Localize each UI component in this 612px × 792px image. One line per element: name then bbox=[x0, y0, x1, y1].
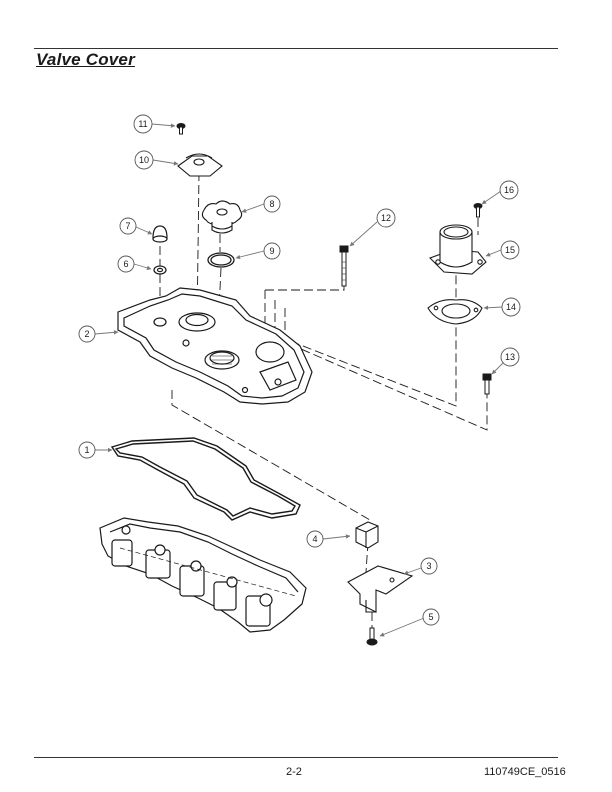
callout-label-11: 11 bbox=[138, 119, 147, 129]
callout-2: 2 bbox=[78, 325, 96, 343]
callouts: 1 2 3 4 5 6 7 8 9 10 11 12 13 14 15 16 bbox=[78, 114, 521, 626]
leader-lines bbox=[94, 123, 506, 637]
callout-4: 4 bbox=[306, 530, 324, 548]
callout-3: 3 bbox=[420, 557, 438, 575]
callout-7: 7 bbox=[119, 217, 137, 235]
callout-16: 16 bbox=[499, 180, 519, 200]
callout-label-7: 7 bbox=[125, 221, 130, 231]
part-screw-16 bbox=[473, 203, 483, 218]
callout-label-5: 5 bbox=[428, 612, 433, 622]
callout-10: 10 bbox=[134, 150, 154, 170]
bottom-rule bbox=[34, 757, 558, 758]
callout-label-10: 10 bbox=[139, 155, 149, 165]
callout-label-3: 3 bbox=[426, 561, 431, 571]
part-o-ring bbox=[207, 252, 235, 268]
part-filler-cap bbox=[201, 200, 243, 234]
part-gasket bbox=[110, 437, 301, 521]
part-breather-cap bbox=[177, 153, 223, 177]
callout-label-2: 2 bbox=[84, 329, 89, 339]
part-bolt-13 bbox=[482, 373, 492, 395]
callout-label-15: 15 bbox=[505, 245, 515, 255]
callout-label-13: 13 bbox=[505, 352, 515, 362]
part-cylinder-head bbox=[99, 517, 307, 633]
callout-label-12: 12 bbox=[381, 213, 391, 223]
callout-label-4: 4 bbox=[312, 534, 317, 544]
page-title: Valve Cover bbox=[36, 50, 135, 69]
callout-label-16: 16 bbox=[504, 185, 514, 195]
callout-label-14: 14 bbox=[506, 302, 516, 312]
part-outlet bbox=[429, 224, 487, 275]
callout-label-9: 9 bbox=[269, 246, 274, 256]
callout-label-8: 8 bbox=[269, 199, 274, 209]
callout-15: 15 bbox=[500, 240, 520, 260]
part-screw-5 bbox=[366, 627, 378, 646]
part-washer bbox=[153, 265, 167, 275]
page-number: 2-2 bbox=[286, 766, 302, 778]
callout-9: 9 bbox=[263, 242, 281, 260]
callout-14: 14 bbox=[501, 297, 521, 317]
part-bolt-12 bbox=[339, 245, 349, 287]
top-rule bbox=[34, 48, 558, 49]
callout-6: 6 bbox=[117, 255, 135, 273]
callout-13: 13 bbox=[500, 347, 520, 367]
part-cap bbox=[152, 225, 168, 243]
callout-1: 1 bbox=[78, 441, 96, 459]
part-screw-11 bbox=[176, 123, 186, 135]
callout-12: 12 bbox=[376, 208, 396, 228]
callout-label-1: 1 bbox=[84, 445, 89, 455]
callout-11: 11 bbox=[133, 114, 153, 134]
callout-label-6: 6 bbox=[123, 259, 128, 269]
part-flange-gasket bbox=[427, 299, 483, 325]
callout-8: 8 bbox=[263, 195, 281, 213]
callout-5: 5 bbox=[422, 608, 440, 626]
document-code: 110749CE_0516 bbox=[484, 766, 566, 778]
part-valve-cover bbox=[117, 287, 313, 405]
part-bracket bbox=[347, 565, 414, 613]
part-block bbox=[355, 521, 379, 549]
